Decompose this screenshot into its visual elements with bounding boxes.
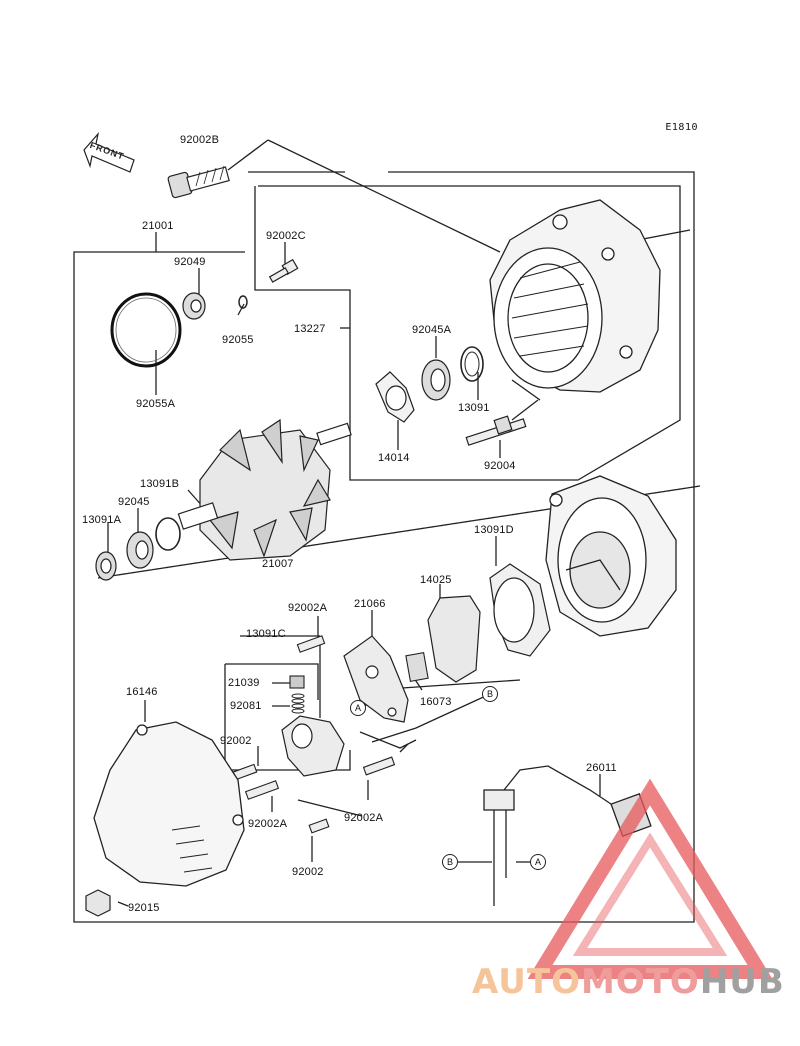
part-label: 16146 [126,686,158,698]
part-label: 92081 [230,700,262,712]
bearing-92045a [421,359,451,401]
watermark-triangle-icon [527,778,773,979]
part-label: 13091B [140,478,180,490]
part-label: 21066 [354,598,386,610]
plate-14014 [375,371,415,423]
part-label: 92045A [412,324,452,336]
part-label: 16073 [420,696,452,708]
bearing-92045 [126,531,154,569]
inner-frame [254,185,681,481]
part-label: 14014 [378,452,410,464]
diagram-code: E1810 [665,122,698,133]
part-label: 26011 [586,762,617,774]
outer-frame [73,171,695,923]
part-label: 13091D [474,524,514,536]
stator-14025 [427,563,551,683]
part-label: 14025 [420,574,452,586]
callout-b: B [482,686,498,702]
bearing-92049 [182,292,206,320]
brush-holder [281,715,345,777]
watermark-logo: AUTOMOTOHUB [472,962,785,1002]
small-bolts [232,635,396,834]
part-label: 13227 [294,323,326,335]
part-label: 92002 [220,735,252,747]
part-label: 21007 [262,558,294,570]
part-label: 92055A [136,398,176,410]
part-label: 92002C [266,230,306,242]
part-label: 21001 [142,220,174,232]
part-label: 92002 [292,866,324,878]
part-label: 92002A [288,602,328,614]
part-label: 92004 [484,460,516,472]
brush-16073 [405,651,429,683]
part-label: 92049 [174,256,206,268]
part-label: 92002B [180,134,220,146]
part-label: 92045 [118,496,150,508]
part-label: 13091 [458,402,490,414]
bolt-92002c [268,258,299,283]
callout-b: B [442,854,458,870]
front-housing [489,199,661,393]
callout-a: A [350,700,366,716]
stud-92004 [465,415,527,446]
o-ring-92055a [110,292,182,368]
spring-92081 [291,693,305,714]
watermark-hub: HUB [699,962,785,1002]
rotor-21007 [177,418,352,561]
part-label: 13091A [82,514,122,526]
part-label: 21039 [228,677,260,689]
rear-housing [545,475,677,637]
part-label: 92015 [128,902,160,914]
part-label: 92002A [344,812,384,824]
front-arrow-icon [83,131,135,173]
cap-13091a [95,551,117,581]
part-label: 92055 [222,334,254,346]
bolt-92002b [167,165,230,199]
callout-a: A [530,854,546,870]
part-label: 13091C [246,628,286,640]
watermark-moto: MOTO [580,962,700,1002]
watermark-auto: AUTO [472,962,581,1002]
part-label: 92002A [248,818,288,830]
nut-92015 [85,889,111,917]
cover-16146 [93,721,245,887]
